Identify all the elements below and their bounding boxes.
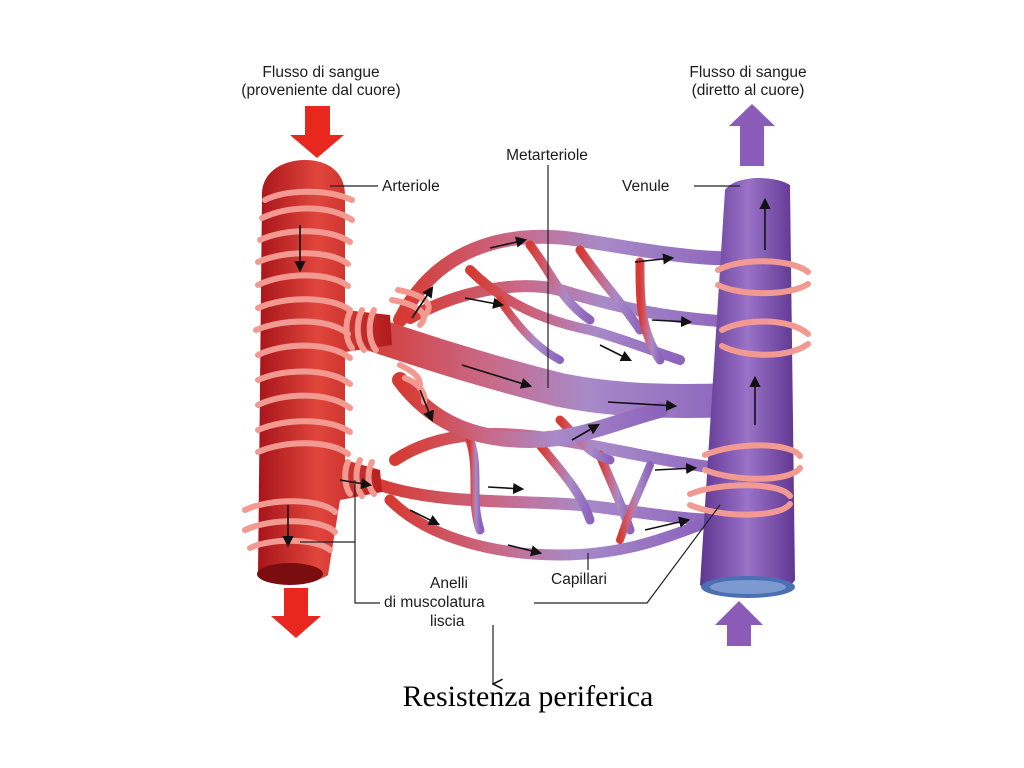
venule-label: Venule — [622, 178, 669, 195]
inflow-label-line2: (proveniente dal cuore) — [241, 82, 400, 99]
caption: Resistenza periferica — [403, 680, 654, 713]
capillary-network — [374, 229, 742, 561]
inflow-arrow-bottom — [271, 588, 321, 638]
outflow-label-line2: (diretto al cuore) — [692, 82, 805, 99]
leader-lines — [300, 165, 740, 684]
rings-label-line2: di muscolatura — [384, 594, 485, 611]
inflow-arrow-top — [290, 106, 344, 158]
capillaries-label: Capillari — [551, 571, 607, 588]
arteriole-label: Arteriole — [382, 178, 440, 195]
venule-vessel — [700, 178, 795, 598]
rings-label-line1: Anelli — [430, 575, 468, 592]
rings-label-line3: liscia — [430, 613, 465, 630]
outflow-arrow-top — [729, 104, 775, 166]
arteriole-muscle-rings — [242, 188, 432, 553]
flow-arrows — [282, 197, 771, 557]
outflow-arrow-bottom — [715, 601, 763, 646]
venule-muscle-rings — [687, 258, 811, 518]
outflow-label-line1: Flusso di sangue — [689, 64, 806, 81]
metarteriole-channel — [343, 313, 752, 418]
metarteriole-label: Metarteriole — [506, 147, 588, 164]
inflow-label-line1: Flusso di sangue — [262, 64, 379, 81]
